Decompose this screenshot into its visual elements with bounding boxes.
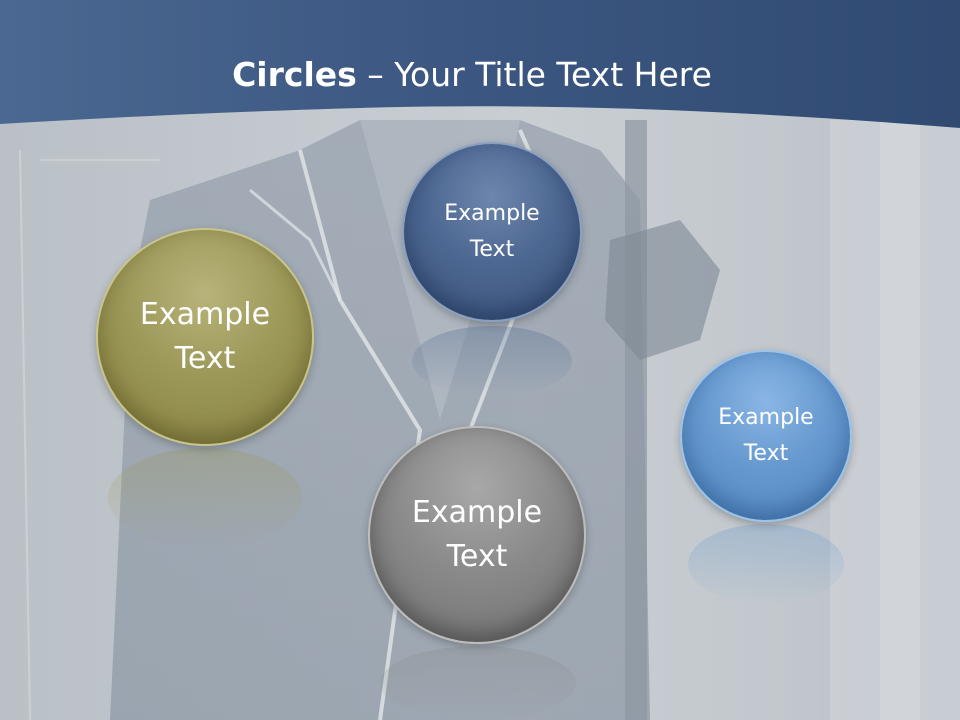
title-bold: Circles: [232, 55, 357, 94]
blue-circle-text: Example Text: [718, 400, 813, 472]
gray-circle-reflection: [380, 646, 576, 720]
navy-circle-text: Example Text: [444, 196, 539, 268]
blue-circle-reflection: [688, 524, 844, 604]
olive-circle-line1: Example: [139, 297, 271, 332]
title-banner: [0, 0, 960, 128]
navy-circle[interactable]: Example Text: [402, 142, 582, 322]
navy-circle-line2: Text: [469, 237, 515, 262]
olive-circle[interactable]: Example Text: [96, 228, 314, 446]
gray-circle-wrap: Example Text: [368, 426, 586, 644]
olive-circle-text: Example Text: [140, 293, 270, 381]
navy-circle-reflection: [412, 326, 572, 396]
gray-circle[interactable]: Example Text: [368, 426, 586, 644]
slide-title: Circles – Your Title Text Here: [0, 52, 944, 98]
gray-circle-text: Example Text: [412, 491, 542, 579]
blue-circle[interactable]: Example Text: [680, 350, 852, 522]
title-rest: – Your Title Text Here: [356, 55, 712, 94]
blue-circle-line2: Text: [743, 441, 789, 466]
gray-circle-line1: Example: [411, 495, 543, 530]
navy-circle-line1: Example: [444, 201, 540, 226]
blue-circle-line1: Example: [718, 405, 814, 430]
olive-circle-line2: Text: [174, 341, 236, 376]
navy-circle-wrap: Example Text: [402, 142, 582, 322]
gray-circle-line2: Text: [446, 539, 508, 574]
olive-circle-reflection: [108, 448, 302, 548]
olive-circle-wrap: Example Text: [96, 228, 314, 446]
blue-circle-wrap: Example Text: [680, 350, 852, 522]
